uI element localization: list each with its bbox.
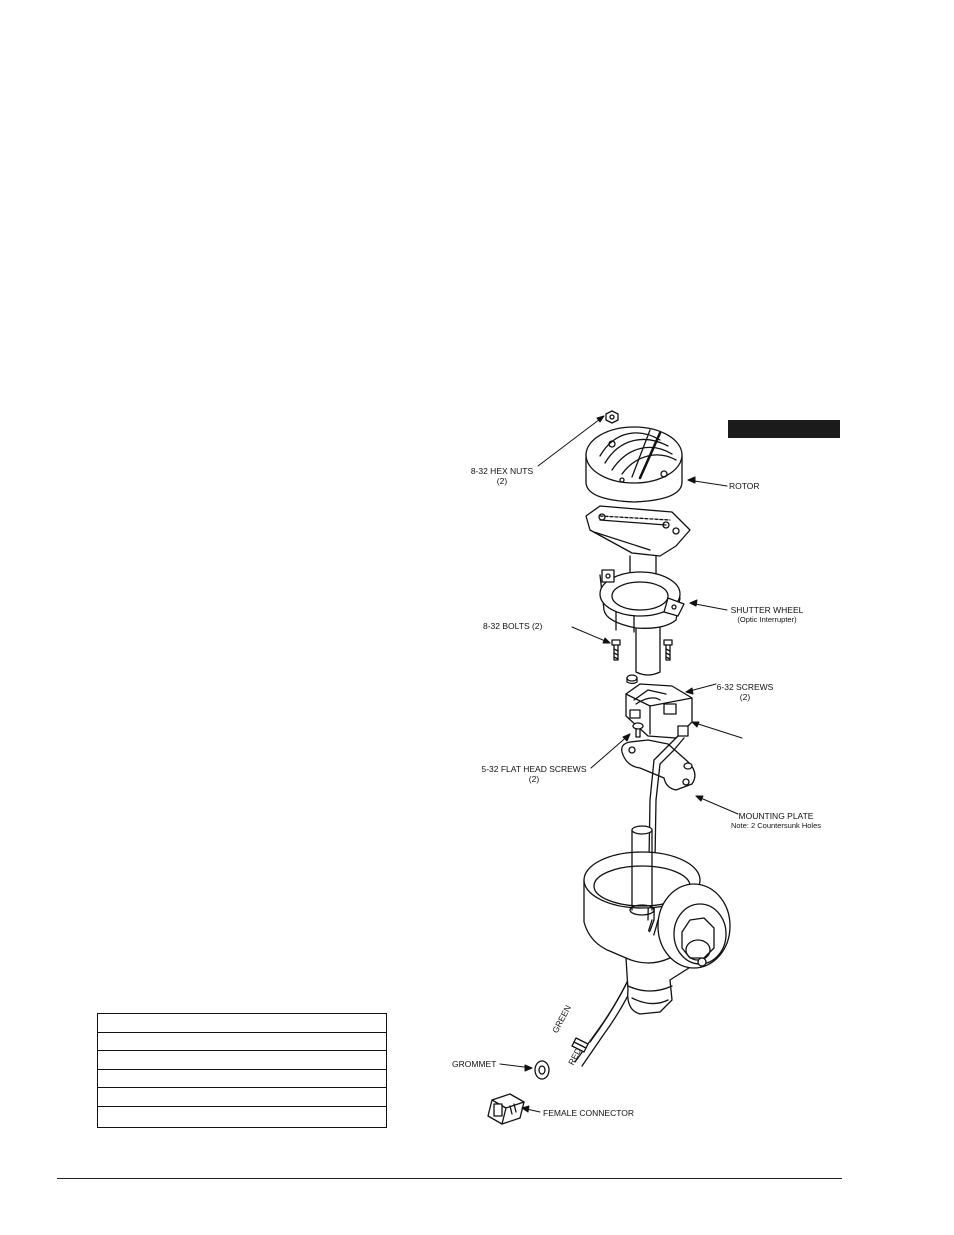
vacuum-advance-part <box>657 883 731 969</box>
rotor-part <box>585 426 683 503</box>
grommet-label: GROMMET <box>452 1059 497 1069</box>
exploded-distributor-diagram <box>487 410 743 1125</box>
table-row <box>98 1033 386 1052</box>
rotor-plate-part <box>585 505 691 557</box>
screws-6-32-qty-label: (2) <box>739 692 751 702</box>
bolts-label: 8-32 BOLTS (2) <box>483 621 543 631</box>
flat-head-screws-qty-label: (2) <box>528 774 540 784</box>
female-connector-icon <box>487 1093 525 1125</box>
shutter-wheel-part <box>599 569 685 633</box>
grommet-icon <box>534 1060 550 1080</box>
table-row <box>98 1070 386 1089</box>
footer-divider <box>57 1178 842 1179</box>
screws-6-32-label: 6-32 SCREWS <box>716 682 774 692</box>
mounting-plate-note: Note: 2 Countersunk Holes <box>730 821 822 830</box>
flat-head-screws-label: 5-32 FLAT HEAD SCREWS <box>481 764 587 774</box>
table-row <box>98 1088 386 1107</box>
rotor-label: ROTOR <box>729 481 760 491</box>
screw-icon <box>626 674 638 685</box>
table-row <box>98 1107 386 1126</box>
mounting-plate-part <box>621 739 696 791</box>
bolt-icon <box>663 639 673 661</box>
figure-title-bar <box>728 420 840 438</box>
table-row <box>98 1014 386 1033</box>
bolt-icon <box>611 639 621 661</box>
female-connector-label: FEMALE CONNECTOR <box>543 1108 634 1118</box>
leader-lines <box>499 415 743 1113</box>
wire-crimp-part <box>571 1037 589 1053</box>
shutter-wheel-note: (Optic Interrupter) <box>737 615 797 624</box>
table-row <box>98 1051 386 1070</box>
hex-nuts-qty-label: (2) <box>496 476 508 486</box>
parts-table <box>97 1013 387 1128</box>
hex-nuts-label: 8-32 HEX NUTS <box>470 466 534 476</box>
hex-nut-icon <box>605 410 619 424</box>
shutter-wheel-label: SHUTTER WHEEL <box>730 605 804 615</box>
screw-icon <box>632 722 644 738</box>
mounting-plate-label: MOUNTING PLATE <box>738 811 814 821</box>
